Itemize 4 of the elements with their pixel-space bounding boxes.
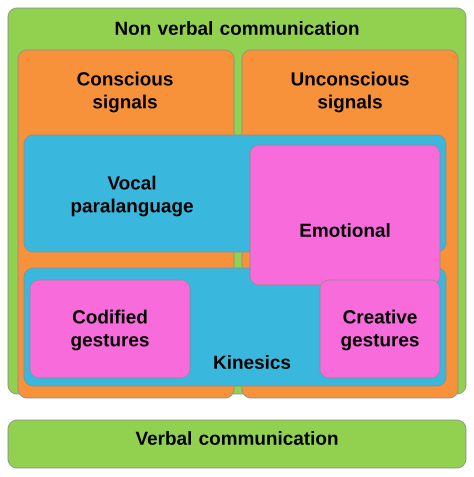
highlight-box: Codified gestures xyxy=(30,280,190,378)
highlight-box: Emotional xyxy=(250,144,440,286)
highlight-box: Creative gestures xyxy=(320,280,440,378)
outer-box: Verbal communication xyxy=(8,420,466,468)
